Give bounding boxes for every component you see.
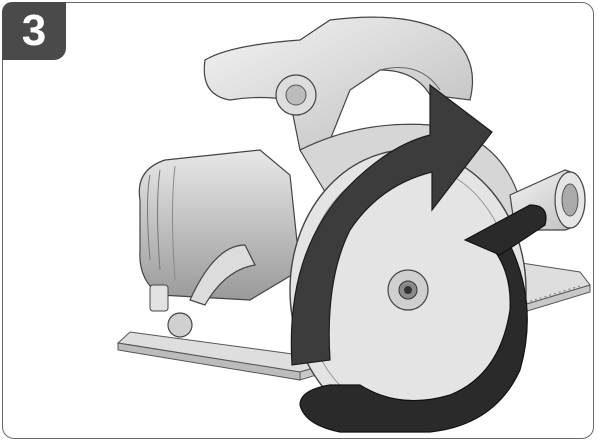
rotation-arrow-icon (290, 83, 493, 366)
bevel-adjuster (149, 244, 256, 338)
lower-blade-guard (299, 204, 547, 433)
saw-handle (203, 16, 474, 151)
step-number-badge: 3 (2, 2, 66, 60)
